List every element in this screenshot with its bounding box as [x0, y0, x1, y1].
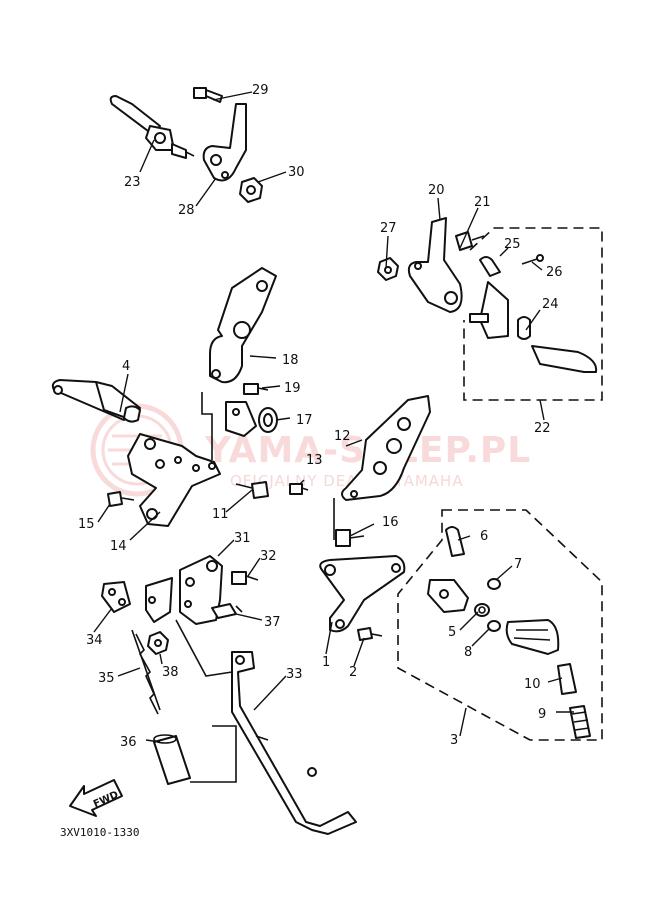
part-11-bolt[interactable] — [235, 481, 269, 499]
part-4-footrest[interactable] — [51, 379, 141, 423]
part-38-nut[interactable] — [147, 631, 169, 655]
callout-10: 10 — [524, 677, 541, 692]
part-35-spring[interactable] — [131, 629, 161, 715]
part-31-stand-bracket[interactable] — [145, 555, 223, 625]
diagram-code: 3XV1010-1330 — [60, 826, 139, 839]
callout-29: 29 — [252, 83, 269, 98]
part-22-group-box — [463, 227, 603, 401]
connector-line — [201, 392, 213, 460]
callout-12: 12 — [334, 429, 351, 444]
callout-25: 25 — [504, 237, 521, 252]
part-15-bolt[interactable] — [107, 491, 135, 507]
callout-26: 26 — [546, 265, 563, 280]
part-28-shift-arm[interactable] — [202, 103, 247, 182]
part-14-main-bracket[interactable] — [127, 401, 257, 527]
part-9-bolt[interactable] — [569, 705, 591, 739]
callout-2: 2 — [349, 665, 357, 680]
callout-15: 15 — [78, 517, 95, 532]
callout-17: 17 — [296, 413, 313, 428]
part-33-side-stand[interactable] — [231, 651, 357, 835]
part-17-bushing[interactable] — [258, 407, 278, 433]
callout-37: 37 — [264, 615, 281, 630]
callout-11: 11 — [212, 507, 229, 522]
callout-22: 22 — [534, 421, 551, 436]
part-23-shift-pedal[interactable] — [109, 95, 195, 159]
callout-18: 18 — [282, 353, 299, 368]
leader-lines — [93, 91, 574, 743]
part-3-rear-footrest[interactable] — [427, 579, 469, 613]
callout-19: 19 — [284, 381, 301, 396]
connector-line — [175, 619, 233, 677]
part-22-brake-pedal[interactable] — [469, 281, 598, 373]
callout-1: 1 — [322, 655, 330, 670]
callout-38: 38 — [162, 665, 179, 680]
part-12-footrest-bracket[interactable] — [341, 395, 431, 501]
part-32-bolt[interactable] — [231, 571, 259, 585]
part-37-pivot-bolt[interactable] — [211, 603, 243, 619]
callout-8: 8 — [464, 645, 472, 660]
callout-27: 27 — [380, 221, 397, 236]
part-3-group-box — [397, 509, 603, 741]
connector-line — [190, 725, 237, 783]
part-13-bolt[interactable] — [289, 483, 309, 495]
callout-16: 16 — [382, 515, 399, 530]
part-1-footrest-plate[interactable] — [319, 555, 406, 633]
part-29-bolt[interactable] — [193, 87, 223, 103]
watermark-sub-text: OFICJALNY DEALER YAMAHA — [230, 472, 464, 490]
part-10-collar[interactable] — [557, 663, 577, 695]
part-7-washer[interactable] — [487, 578, 501, 590]
callout-34: 34 — [86, 633, 103, 648]
callout-36: 36 — [120, 735, 137, 750]
callout-24: 24 — [542, 297, 559, 312]
part-27-nut[interactable] — [377, 257, 399, 281]
part-26-cotter-pin[interactable] — [521, 254, 544, 265]
forward-arrow-icon: FWD — [69, 779, 123, 817]
callout-30: 30 — [288, 165, 305, 180]
part-21-bolt[interactable] — [455, 231, 485, 251]
callout-35: 35 — [98, 671, 115, 686]
callout-9: 9 — [538, 707, 546, 722]
callout-28: 28 — [178, 203, 195, 218]
part-2-bolt[interactable] — [357, 627, 383, 641]
callout-7: 7 — [514, 557, 522, 572]
callout-23: 23 — [124, 175, 141, 190]
part-25-pin[interactable] — [479, 256, 501, 277]
callout-32: 32 — [260, 549, 277, 564]
part-3-footrest-rubber[interactable] — [505, 619, 560, 655]
callout-21: 21 — [474, 195, 491, 210]
part-30-nut[interactable] — [239, 177, 263, 203]
callout-33: 33 — [286, 667, 303, 682]
callout-31: 31 — [234, 531, 251, 546]
part-34-bracket[interactable] — [101, 581, 131, 613]
callout-14: 14 — [110, 539, 127, 554]
part-6-pin[interactable] — [445, 526, 465, 557]
callout-6: 6 — [480, 529, 488, 544]
callout-13: 13 — [306, 453, 323, 468]
part-16-bolt[interactable] — [335, 529, 365, 547]
part-36-collar[interactable] — [153, 734, 191, 785]
part-5-spring[interactable] — [474, 603, 490, 617]
callout-20: 20 — [428, 183, 445, 198]
part-8-washer[interactable] — [487, 620, 501, 632]
callout-4: 4 — [122, 359, 130, 374]
callout-5: 5 — [448, 625, 456, 640]
callout-labels: 1 2 3 4 5 6 7 8 9 10 11 12 13 14 15 16 1… — [78, 83, 563, 750]
part-20-bracket[interactable] — [407, 217, 463, 313]
callout-3: 3 — [450, 733, 458, 748]
part-19-bolt[interactable] — [243, 383, 269, 395]
part-18-footrest-bracket[interactable] — [209, 267, 277, 384]
